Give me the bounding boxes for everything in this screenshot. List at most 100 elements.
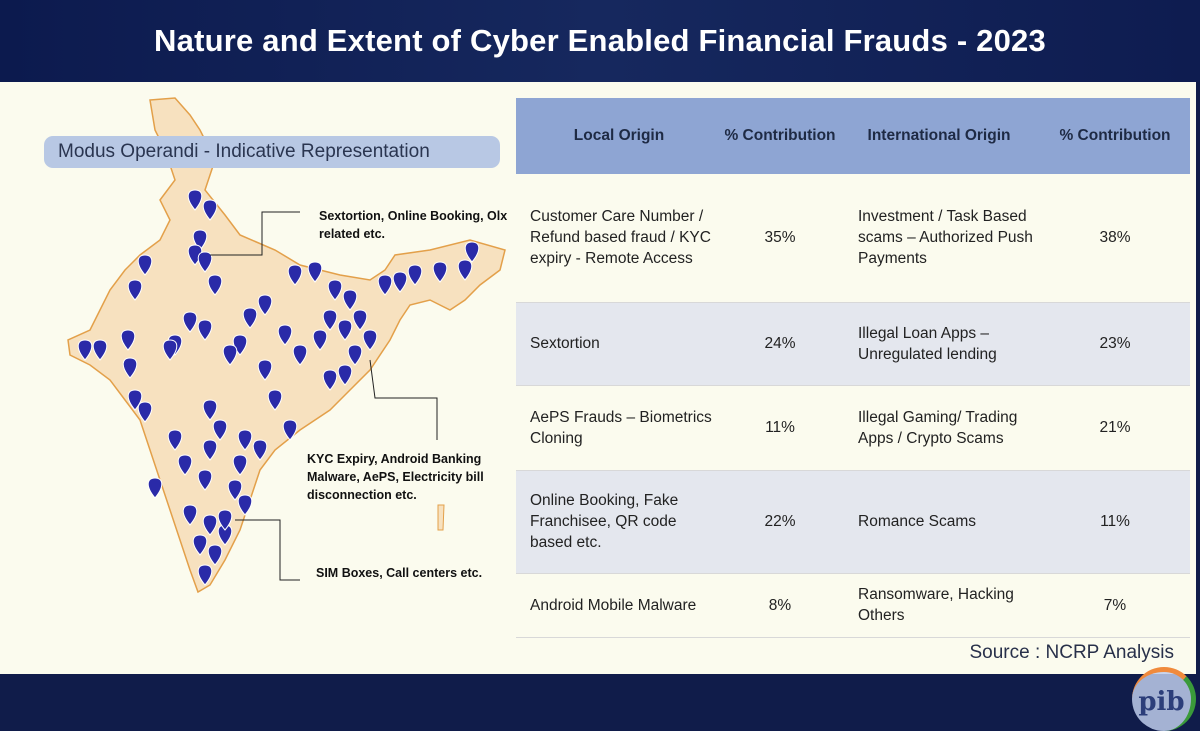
local-origin: AePS Frauds – Biometrics Cloning [516,385,722,471]
map-pin-icon [257,359,273,381]
map-pin-icon [237,429,253,451]
local-origin: Sextortion [516,302,722,386]
map-pin-icon [282,419,298,441]
map-pin-icon [352,309,368,331]
map-pin-icon [182,504,198,526]
map-pin-icon [342,289,358,311]
map-pin-icon [207,274,223,296]
map-pin-icon [432,261,448,283]
callout-north: Sextortion, Online Booking, Olx related … [319,209,508,241]
intl-pct: 7% [1040,573,1190,638]
intl-origin: Illegal Gaming/ Trading Apps / Crypto Sc… [838,385,1040,471]
india-map [67,97,506,594]
intl-origin: Illegal Loan Apps – Unregulated lending [838,302,1040,386]
map-pin-icon [202,514,218,536]
map-pin-icon [252,439,268,461]
intl-origin: Investment / Task Based scams – Authoriz… [838,174,1040,303]
local-pct: 35% [722,174,838,303]
map-pin-icon [187,189,203,211]
map-pin-icon [312,329,328,351]
map-pin-icon [464,241,480,263]
map-pin-icon [162,339,178,361]
local-origin: Online Booking, Fake Franchisee, QR code… [516,470,722,574]
local-origin: Customer Care Number / Refund based frau… [516,174,722,303]
map-pin-icon [242,307,258,329]
map-pin-icon [167,429,183,451]
map-pin-icon [232,454,248,476]
map-pin-icon [197,251,213,273]
page-title: Nature and Extent of Cyber Enabled Finan… [154,23,1046,58]
map-pin-icon [337,364,353,386]
map-pin-icon [77,339,93,361]
callout-line-1 [210,211,300,256]
table-row: Customer Care Number / Refund based frau… [516,174,1190,303]
map-pin-icon [207,544,223,566]
pib-logo-text: pib [1138,686,1185,717]
header-local-pct: % Contribution [722,98,838,174]
map-pin-icon [287,264,303,286]
local-pct: 8% [722,573,838,638]
header-local-origin: Local Origin [516,98,722,174]
map-pin-icon [347,344,363,366]
callout-south: SIM Boxes, Call centers etc. [316,566,483,580]
map-pin-icon [92,339,108,361]
header-intl-pct: % Contribution [1040,98,1190,174]
map-pin-icon [237,494,253,516]
intl-pct: 38% [1040,174,1190,303]
local-pct: 24% [722,302,838,386]
map-pin-icon [257,294,273,316]
modus-operandi-badge: Modus Operandi - Indicative Representati… [44,136,500,168]
map-pin-icon [322,369,338,391]
intl-pct: 11% [1040,470,1190,574]
local-pct: 22% [722,470,838,574]
map-pin-icon [120,329,136,351]
local-pct: 11% [722,385,838,471]
map-pin-icon [212,419,228,441]
map-pin-icon [307,261,323,283]
map-pin-icon [202,439,218,461]
intl-origin: Ransomware, Hacking Others [838,573,1040,638]
map-pin-icon [202,399,218,421]
pib-logo: pib [1132,667,1196,731]
map-pin-icon [222,344,238,366]
intl-pct: 23% [1040,302,1190,386]
intl-pct: 21% [1040,385,1190,471]
map-pin-icon [227,479,243,501]
map-pin-icon [377,274,393,296]
map-pin-icon [177,454,193,476]
fraud-origin-table: Local Origin % Contribution Internationa… [516,98,1190,638]
india-outline [67,97,506,594]
map-pin-icon [362,329,378,351]
map-pin-icon [122,357,138,379]
table-row: Online Booking, Fake Franchisee, QR code… [516,470,1190,574]
map-pin-icon [137,401,153,423]
map-pin-icon [127,279,143,301]
map-pin-icon [457,259,473,281]
callout-east: KYC Expiry, Android Banking Malware, AeP… [307,452,484,502]
callout-line-3 [235,519,300,581]
andaman-islands [437,504,445,531]
map-pin-icon [147,477,163,499]
slide-content: Modus Operandi - Indicative Representati… [0,82,1196,731]
map-pin-icon [197,319,213,341]
table-header: Local Origin % Contribution Internationa… [516,98,1190,174]
source-note: Source : NCRP Analysis [969,642,1174,663]
map-pin-icon [202,199,218,221]
map-pin-icon [392,271,408,293]
map-pin-icon [197,564,213,586]
map-pin-icon [182,311,198,333]
callout-line-2 [369,359,438,440]
intl-origin: Romance Scams [838,470,1040,574]
map-pin-icon [322,309,338,331]
local-origin: Android Mobile Malware [516,573,722,638]
map-pin-icon [337,319,353,341]
map-pin-icon [217,509,233,531]
map-pin-icon [407,264,423,286]
map-pin-icon [267,389,283,411]
map-pin-icon [277,324,293,346]
title-bar: Nature and Extent of Cyber Enabled Finan… [0,0,1200,82]
map-pin-icon [292,344,308,366]
